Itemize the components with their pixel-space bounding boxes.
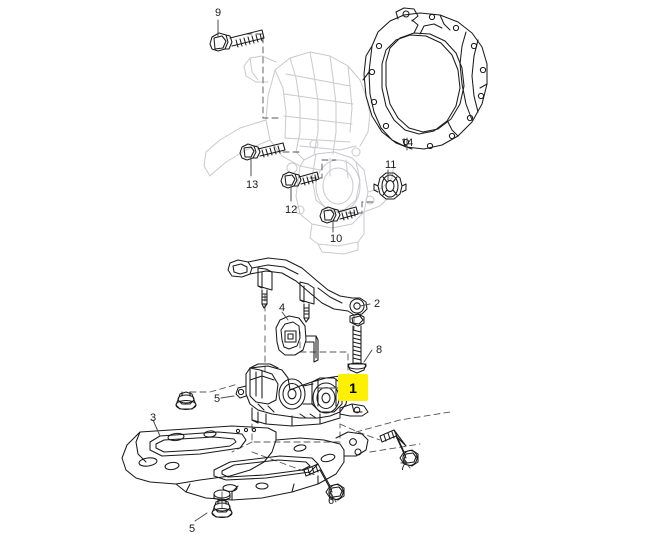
callout-label-9: 9 — [215, 7, 222, 19]
part-1-gearbox-mount-carrier — [235, 363, 369, 427]
part-2-cross-brace-arm — [227, 257, 368, 323]
callout-label-5-upper: 5 — [214, 393, 221, 405]
part-12-bolt — [280, 171, 320, 189]
callout-label-2: 2 — [374, 298, 381, 310]
part-4-rubber-mount-bracket — [275, 315, 319, 363]
part-9-bolt — [209, 29, 265, 52]
part-5-cap-nut-upper — [175, 391, 197, 411]
callout-label-6: 6 — [328, 495, 335, 507]
callout-label-11: 11 — [385, 159, 397, 171]
callout-label-10: 10 — [330, 233, 343, 245]
callout-label-5-lower: 5 — [189, 523, 196, 535]
part-10-bolt — [319, 206, 359, 224]
callout-label-13: 13 — [246, 179, 259, 191]
part-3-cross-member-support — [121, 425, 369, 502]
callout-label-4: 4 — [279, 302, 286, 314]
highlighted-part-badge-1[interactable]: 1 — [338, 374, 368, 401]
callout-label-12: 12 — [285, 204, 298, 216]
part-7-bolt — [379, 429, 419, 467]
callout-label-8: 8 — [376, 344, 383, 356]
part-8-bolt — [347, 313, 367, 374]
callout-label-7: 7 — [400, 461, 407, 473]
part-14-bell-housing — [362, 7, 488, 150]
part-13-bolt — [239, 142, 286, 161]
part-11-flange-nut — [373, 172, 407, 200]
part-6-bolt — [303, 463, 345, 501]
callout-label-3: 3 — [150, 412, 157, 424]
part-5-cap-nut-lower — [211, 499, 233, 519]
callout-label-14: 14 — [401, 137, 414, 149]
